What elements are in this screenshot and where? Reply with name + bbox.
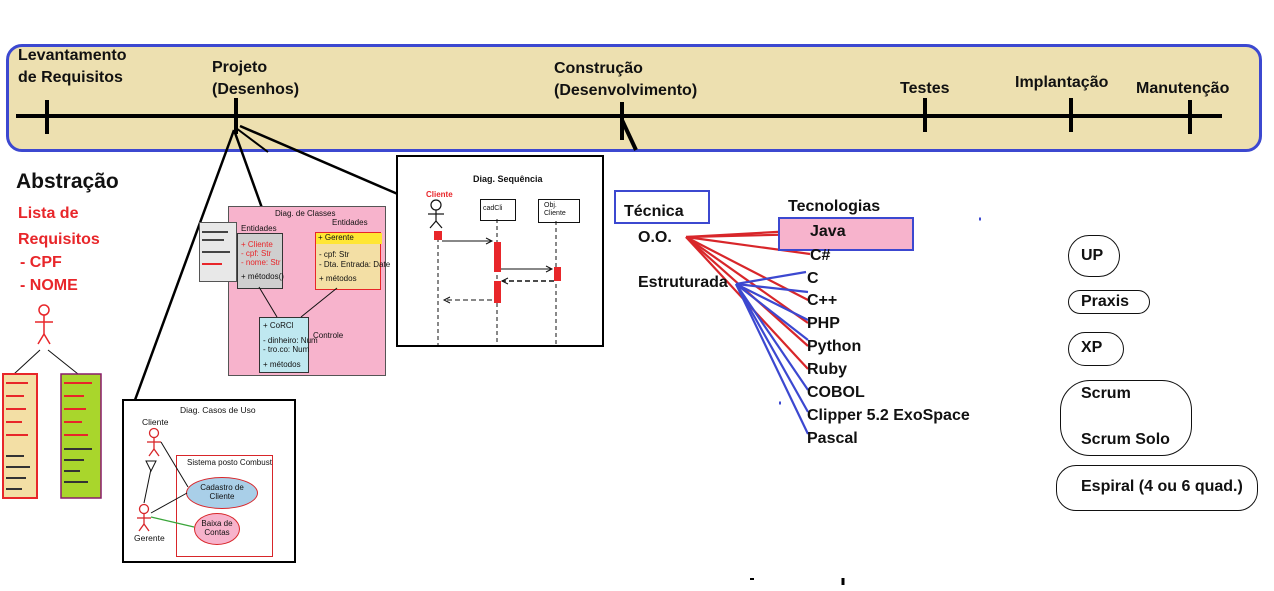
usecase-cadastro-cliente: Cadastro de Cliente [186,477,258,509]
class-entities-label: Entidades [332,218,368,227]
usecase-system-boundary: Sistema posto Combust [176,455,273,557]
sequence-title: Diag. Sequência [473,174,543,184]
class-diagram-title: Diag. de Classes [275,209,336,218]
usecase-title: Diag. Casos de Uso [180,405,256,415]
usecase-baixa-contas: Baixa de Contas [194,513,240,545]
phase-testes: Testes [900,80,950,97]
class-diagram: Diag. de Classes Entidades Entidades + C… [228,206,390,376]
tech-c: C [807,270,819,287]
tech-clipper: Clipper 5.2 ExoSpace [807,407,970,424]
phase-levantamento: Levantamento de Requisitos [18,47,127,86]
usecase-diagram: Diag. Casos de Uso Cliente Gerente Siste… [122,399,296,563]
timeline-band [6,44,1262,152]
tech-python: Python [807,338,862,355]
method-espiral-blob [1056,465,1258,511]
phase-construcao: Construção (Desenvolvimento) [554,60,698,99]
tech-pascal: Pascal [807,430,858,447]
technique-label: Técnica [624,203,684,220]
phase-manutencao: Manutenção [1136,80,1230,97]
technique-structured: Estruturada [638,274,728,291]
method-scrum: Scrum [1081,385,1131,402]
sequence-object-cadcli: cadCli [480,199,516,221]
java-highlight [778,217,914,251]
class-left-block-title: Entidades [241,224,277,233]
class-gerente: + Gerente - cpf: Str - Dta. Entrada: Dat… [315,232,390,290]
connector-class-2 [235,127,269,153]
technologies-header: Tecnologias [788,198,881,215]
requirement-item-nome: - NOME [20,277,78,294]
sequence-object-cliente: Obj. Cliente [538,199,580,223]
requirements-tree-thumbnail [2,304,102,499]
method-xp: XP [1081,339,1103,356]
usecase-actor-gerente-label: Gerente [134,533,165,543]
tech-cpp: C++ [807,292,838,309]
class-side-card [199,222,237,282]
method-scrum-blob [1060,380,1192,456]
connector-class [232,129,264,209]
method-espiral: Espiral (4 ou 6 quad.) [1081,478,1243,495]
technique-oo: O.O. [638,229,672,246]
method-xp-blob [1068,332,1124,366]
requirements-label-2: Requisitos [18,231,100,248]
connector-usecase [133,129,236,401]
method-up: UP [1081,247,1104,264]
sequence-actor-label: Cliente [426,190,453,199]
phase-projeto: Projeto (Desenhos) [212,59,300,98]
usecase-actor-cliente-label: Cliente [142,417,169,427]
method-up-blob [1068,235,1120,277]
technique-box [614,190,710,224]
class-control-label: Controle [313,331,344,340]
tech-ruby: Ruby [807,361,847,378]
requirement-item-cpf: - CPF [20,254,62,271]
abstraction-title: Abstração [16,170,119,193]
construcao-pointer [620,119,638,151]
tech-java: Java [810,223,846,240]
tech-cobol: COBOL [807,384,865,401]
phase-implantacao: Implantação [1015,74,1109,91]
connector-sequence [239,124,401,197]
requirements-label-1: Lista de [18,205,79,222]
method-praxis-blob [1068,290,1150,314]
tech-csharp: C# [810,247,831,264]
structured-connectors [735,270,809,435]
class-cliente: + Cliente - cpf: Str - nome: Str + métod… [237,233,284,289]
tech-php: PHP [807,315,840,332]
method-praxis: Praxis [1081,293,1130,310]
sequence-diagram: Diag. Sequência Cliente cadCli Obj. Clie… [396,155,604,347]
method-scrum-solo: Scrum Solo [1081,431,1170,448]
class-controle: + CoRCl - dinheiro: Num - tro.co: Num + … [259,317,318,373]
